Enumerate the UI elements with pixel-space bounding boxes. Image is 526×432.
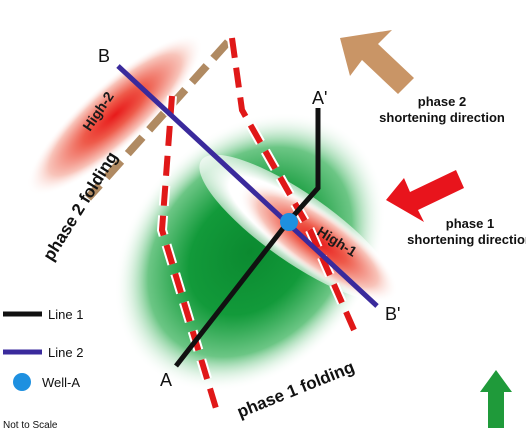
legend-well-swatch bbox=[13, 373, 31, 391]
phase-2-shortening-line2: shortening direction bbox=[379, 110, 505, 125]
point-a-prime-label: A' bbox=[312, 88, 327, 108]
legend-line-2-label: Line 2 bbox=[48, 345, 83, 360]
phase-1-shortening-line2: shortening direction bbox=[407, 232, 526, 247]
north-arrow-icon bbox=[480, 370, 512, 428]
point-b-prime-label: B' bbox=[385, 304, 400, 324]
legend-well-label: Well-A bbox=[42, 375, 80, 390]
phase-1-shortening-line1: phase 1 bbox=[446, 216, 494, 231]
well-a-marker bbox=[280, 213, 298, 231]
phase-1-fold-axis-right-red bbox=[229, 37, 357, 332]
legend-line-1-label: Line 1 bbox=[48, 307, 83, 322]
phase-2-shortening-line1: phase 2 bbox=[418, 94, 466, 109]
phase-1-shortening-arrow bbox=[386, 170, 464, 222]
phase-2-fold-axis bbox=[85, 39, 231, 201]
not-to-scale-note: Not to Scale bbox=[3, 420, 58, 431]
point-b-label: B bbox=[98, 46, 110, 66]
phase-2-shortening-arrow bbox=[340, 30, 414, 94]
phase-1-fold-axis-left-red bbox=[158, 95, 221, 416]
high-2-red-anomaly bbox=[26, 34, 204, 196]
point-a-label: A bbox=[160, 370, 172, 390]
line-1-profile bbox=[174, 108, 321, 368]
legend: Line 1 Line 2 Well-A bbox=[3, 307, 83, 391]
line-2-profile bbox=[116, 64, 379, 308]
